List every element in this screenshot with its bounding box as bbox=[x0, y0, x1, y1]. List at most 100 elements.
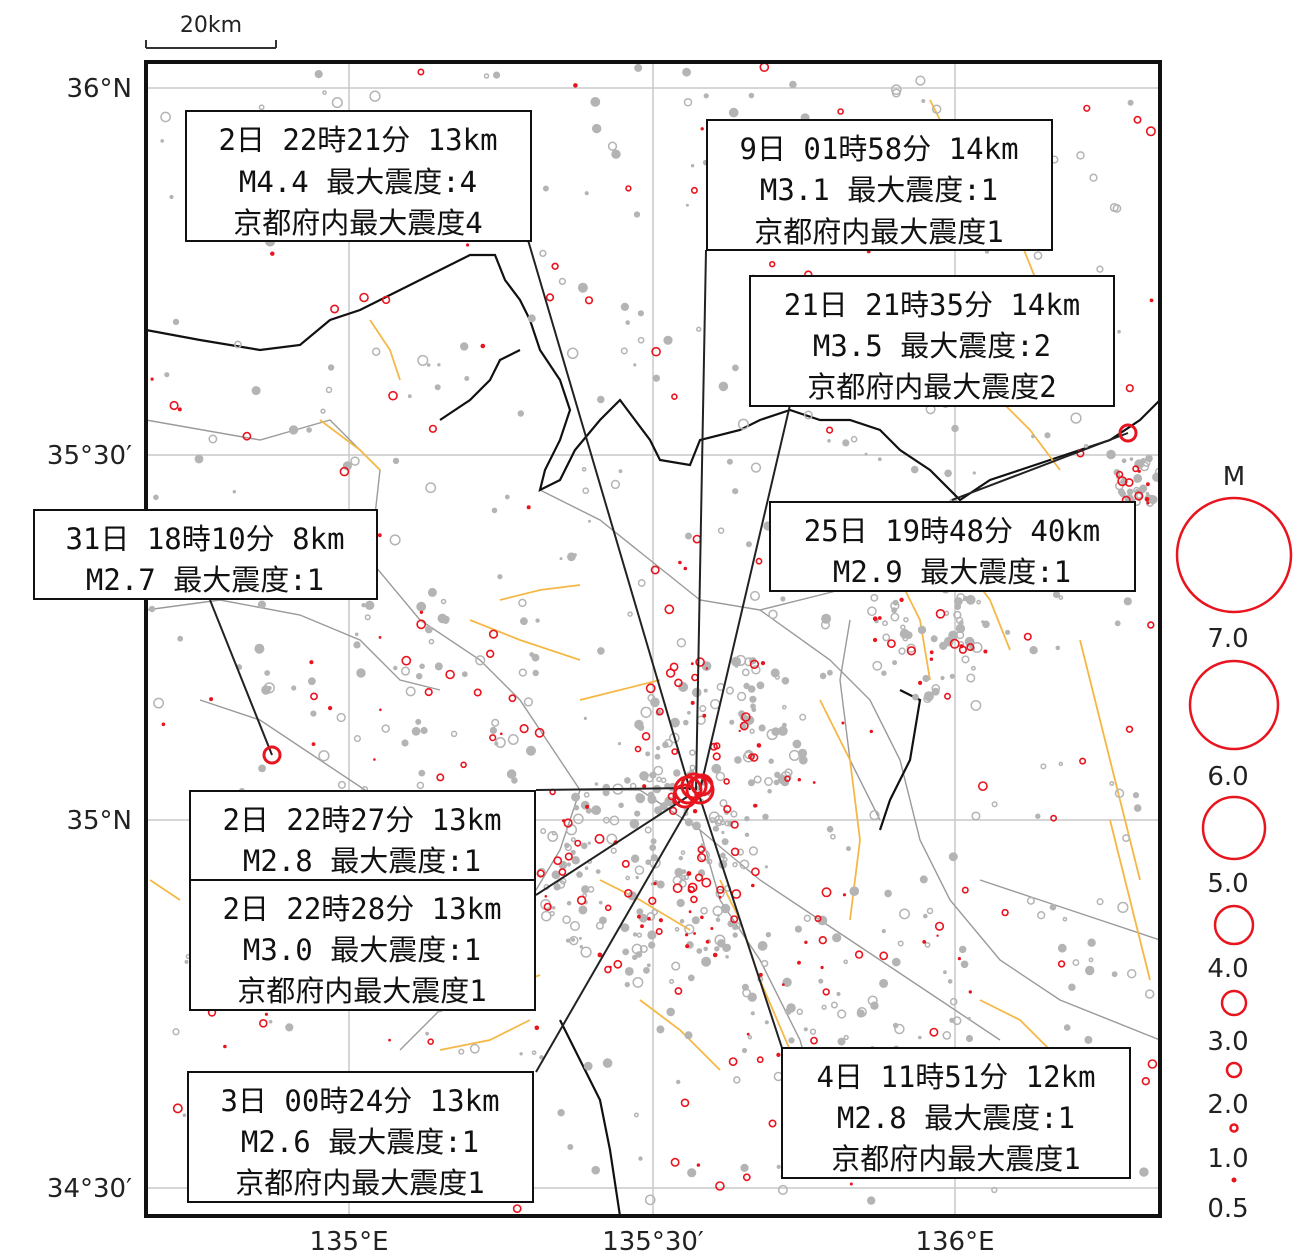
event-circle bbox=[242, 431, 252, 441]
event-circle bbox=[1050, 814, 1057, 822]
background-event bbox=[633, 1112, 639, 1118]
event-circle bbox=[749, 753, 759, 762]
annotation-line: 京都府内最大震度1 bbox=[235, 1166, 484, 1200]
event-circle bbox=[841, 721, 845, 725]
background-event bbox=[559, 557, 563, 561]
legend-circle-5.0 bbox=[1201, 795, 1267, 861]
background-event bbox=[797, 748, 808, 758]
event-circle bbox=[934, 921, 945, 931]
background-event bbox=[731, 656, 742, 667]
event-circle bbox=[822, 988, 830, 996]
event-circle bbox=[377, 533, 382, 538]
background-event bbox=[318, 750, 330, 762]
background-event bbox=[1031, 434, 1035, 439]
annotation-line: 京都府内最大震度1 bbox=[831, 1142, 1080, 1176]
background-event bbox=[182, 1113, 187, 1117]
event-circle bbox=[690, 700, 695, 705]
background-event bbox=[1114, 788, 1125, 799]
annotation-line: 4日 11時51分 12km bbox=[816, 1060, 1095, 1094]
background-event bbox=[965, 1034, 974, 1043]
background-event bbox=[364, 614, 371, 621]
event-circle bbox=[755, 557, 763, 565]
event-circle bbox=[1147, 1059, 1158, 1069]
event-circle bbox=[694, 873, 704, 882]
background-event bbox=[566, 347, 579, 360]
background-event bbox=[949, 673, 955, 679]
event-circle bbox=[688, 910, 692, 914]
latitude-labels: 36°N 35°30′ 35°N 34°30′ bbox=[47, 74, 132, 1204]
background-event bbox=[308, 677, 316, 686]
background-event bbox=[567, 1144, 574, 1150]
event-circle bbox=[1141, 1076, 1151, 1086]
lat-label: 34°30′ bbox=[47, 1174, 132, 1204]
background-event bbox=[434, 662, 443, 671]
background-event bbox=[696, 326, 702, 332]
background-event bbox=[991, 801, 998, 808]
map-frame bbox=[144, 60, 1162, 1218]
background-event bbox=[729, 719, 735, 725]
background-event bbox=[622, 948, 630, 956]
annotation-line: 2日 22時21分 13km bbox=[218, 123, 497, 157]
background-event bbox=[741, 1047, 748, 1054]
event-circle bbox=[381, 295, 391, 305]
event-circle bbox=[419, 610, 424, 614]
background-event bbox=[761, 959, 769, 968]
background-event bbox=[1076, 151, 1085, 160]
background-event bbox=[650, 697, 660, 708]
background-event bbox=[892, 1022, 899, 1029]
event-circle bbox=[1147, 621, 1155, 629]
background-event bbox=[745, 541, 752, 548]
background-event bbox=[632, 976, 644, 988]
annotation-line: M3.5 最大震度:2 bbox=[813, 329, 1051, 363]
background-event bbox=[736, 691, 747, 702]
background-event bbox=[903, 616, 909, 623]
background-event bbox=[962, 595, 969, 602]
background-event bbox=[511, 777, 518, 784]
background-event bbox=[882, 633, 891, 642]
background-event bbox=[570, 937, 576, 942]
event-circle bbox=[373, 758, 376, 761]
event-circle bbox=[756, 743, 762, 748]
background-event bbox=[898, 647, 906, 655]
background-event bbox=[900, 624, 906, 630]
annotation-line: M3.1 最大震度:1 bbox=[760, 173, 998, 207]
background-event bbox=[644, 1194, 656, 1206]
event-circle bbox=[551, 262, 559, 270]
event-circle bbox=[686, 871, 692, 876]
event-circle bbox=[818, 935, 827, 945]
event-circle bbox=[653, 881, 657, 886]
background-event bbox=[652, 374, 661, 382]
background-event bbox=[647, 794, 657, 805]
event-circle bbox=[563, 818, 573, 828]
background-event bbox=[625, 875, 631, 881]
background-event bbox=[581, 885, 590, 894]
event-circle bbox=[258, 1018, 268, 1028]
background-event bbox=[970, 699, 982, 711]
event-circle bbox=[1145, 126, 1156, 137]
background-event bbox=[749, 590, 761, 601]
event-circle bbox=[473, 688, 482, 697]
background-event bbox=[540, 910, 552, 922]
background-event bbox=[867, 606, 877, 617]
background-event bbox=[910, 465, 919, 474]
background-event bbox=[1106, 449, 1116, 460]
background-event bbox=[416, 673, 423, 680]
background-event bbox=[1136, 492, 1143, 499]
event-circle bbox=[150, 377, 154, 381]
event-circle bbox=[508, 694, 517, 703]
background-event bbox=[673, 769, 681, 777]
background-event bbox=[638, 1156, 643, 1161]
lat-label: 35°N bbox=[66, 806, 132, 836]
background-event bbox=[726, 458, 733, 465]
event-circle bbox=[656, 707, 664, 716]
background-event bbox=[706, 858, 713, 865]
event-circle bbox=[424, 687, 433, 697]
background-event bbox=[1055, 645, 1061, 651]
scale-bar: 20km bbox=[145, 13, 277, 49]
kameoka-cluster bbox=[262, 423, 1138, 809]
background-event bbox=[566, 862, 572, 867]
background-event bbox=[867, 1196, 876, 1205]
event-circle bbox=[1057, 960, 1066, 968]
background-event bbox=[258, 764, 266, 773]
background-event bbox=[526, 745, 536, 756]
